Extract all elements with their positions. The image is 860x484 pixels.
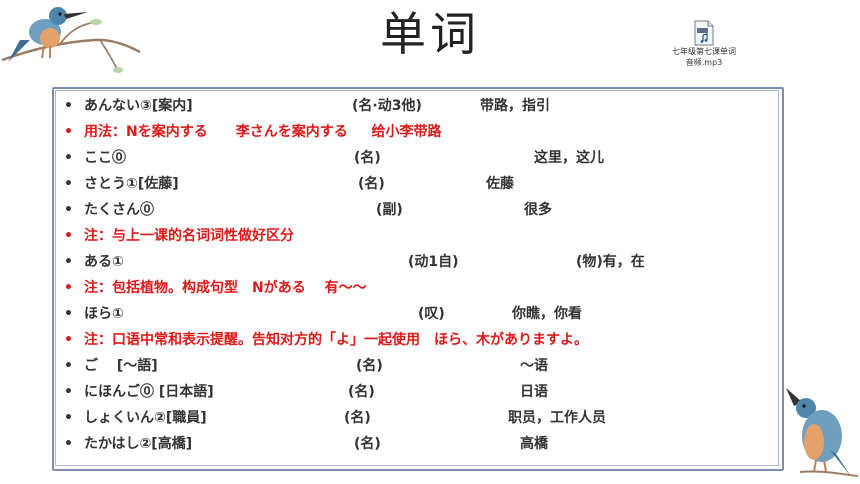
word-reading: ほら① [84,306,124,322]
bullet: • [64,436,73,452]
note-text: 用法：Nを案内する 李さんを案内する 给小李带路 [84,124,442,140]
kingfisher-illustration [786,388,859,478]
part-of-speech: (名) [344,410,371,426]
word-reading: たくさん⓪ [84,202,154,218]
bullet: • [64,176,73,192]
note-row: • 注：包括植物。构成句型 Nがある 有～～ [64,276,764,300]
bullet: • [64,98,73,114]
meaning: (物)有，在 [576,254,645,270]
bullet: • [64,332,73,348]
vocab-frame-inner [55,90,779,466]
note-row: • 注：与上一课的名词词性做好区分 [64,224,764,248]
word-reading: しょくいん②[職員] [84,410,207,426]
audio-file-name-line2: 音频.mp3 [685,58,723,67]
bullet: • [64,410,73,426]
bullet: • [64,228,73,244]
word-reading: たかはし②[高橋] [84,436,193,452]
note-text: 注：口语中常和表示提醒。告知对方的「よ」一起使用 ほら、木がありますよ。 [84,332,588,348]
part-of-speech: (名) [354,436,381,452]
bullet: • [64,306,73,322]
word-reading: にほんご⓪ [日本語] [84,384,214,400]
audio-file[interactable]: 七年级第七课单词 音频.mp3 [664,20,744,68]
part-of-speech: (名) [354,150,381,166]
bullet: • [64,124,73,140]
vocab-row: • あんない③[案内] (名·动3他) 带路，指引 [64,94,764,118]
vocab-row: • たくさん⓪ (副) 很多 [64,198,764,222]
meaning: 高橋 [520,436,548,452]
part-of-speech: (名) [358,176,385,192]
bullet: • [64,384,73,400]
meaning: 佐藤 [486,176,514,192]
vocab-row: • ご [～語] (名) ～语 [64,354,764,378]
vocab-row: • しょくいん②[職員] (名) 职员，工作人员 [64,406,764,430]
meaning: 日语 [520,384,548,400]
mp3-file-icon[interactable] [694,20,714,46]
bullet: • [64,358,73,374]
part-of-speech: (名·动3他) [352,98,422,114]
vocab-row: • ある① (动1自) (物)有，在 [64,250,764,274]
meaning: 带路，指引 [480,98,550,114]
bullet: • [64,254,73,270]
vocab-row: • さとう①[佐藤] (名) 佐藤 [64,172,764,196]
note-text: 注：与上一课的名词词性做好区分 [84,228,294,244]
word-reading: ここ⓪ [84,150,126,166]
meaning: ～语 [520,358,548,374]
part-of-speech: (副) [376,202,403,218]
bullet: • [64,150,73,166]
note-text: 注：包括植物。构成句型 Nがある 有～～ [84,280,367,296]
part-of-speech: (叹) [418,306,445,322]
note-row: • 注：口语中常和表示提醒。告知对方的「よ」一起使用 ほら、木がありますよ。 [64,328,764,352]
page-title: 单词 [380,7,480,61]
meaning: 职员，工作人员 [508,410,606,426]
kingfisher-on-branch-illustration [1,7,141,73]
word-reading: あんない③[案内] [84,98,193,114]
word-reading: ある① [84,254,124,270]
bullet: • [64,202,73,218]
part-of-speech: (动1自) [408,254,459,270]
word-reading: ご [～語] [84,358,158,374]
audio-file-name-line1: 七年级第七课单词 [672,47,736,56]
vocab-row: • にほんご⓪ [日本語] (名) 日语 [64,380,764,404]
vocab-row: • たかはし②[高橋] (名) 高橋 [64,432,764,456]
vocab-row: • ここ⓪ (名) 这里，这儿 [64,146,764,170]
note-row: • 用法：Nを案内する 李さんを案内する 给小李带路 [64,120,764,144]
vocab-frame [52,87,784,471]
meaning: 这里，这儿 [534,150,604,166]
part-of-speech: (名) [356,358,383,374]
part-of-speech: (名) [348,384,375,400]
bullet: • [64,280,73,296]
meaning: 很多 [524,202,552,218]
meaning: 你瞧，你看 [512,306,582,322]
word-reading: さとう①[佐藤] [84,176,179,192]
vocab-row: • ほら① (叹) 你瞧，你看 [64,302,764,326]
